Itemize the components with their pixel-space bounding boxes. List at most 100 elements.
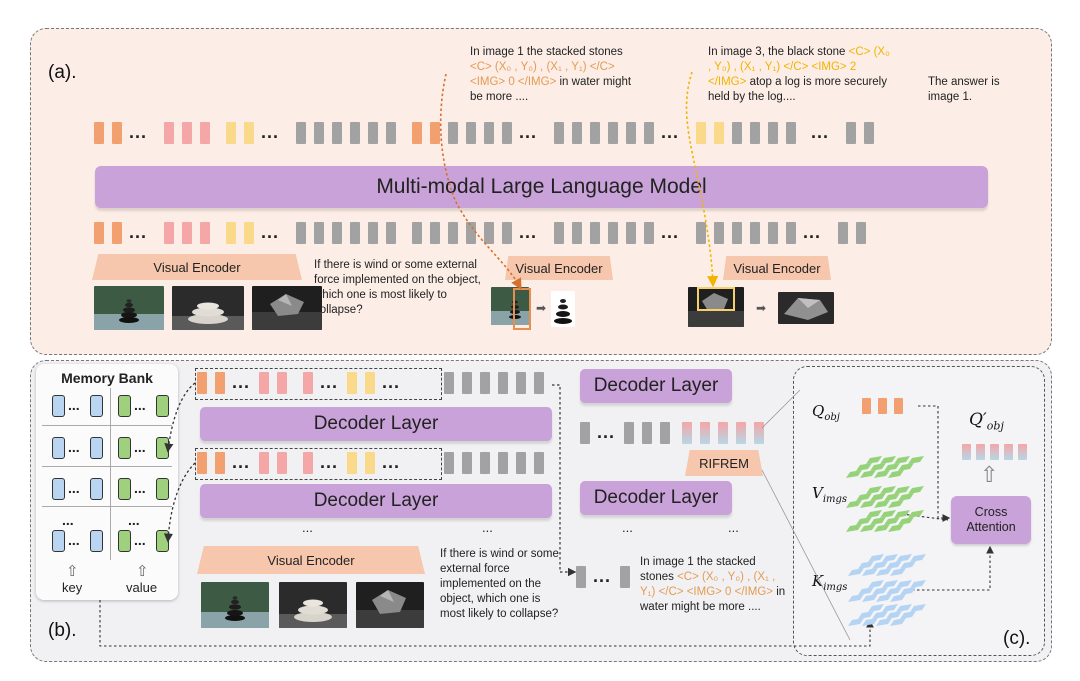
key-slot xyxy=(52,437,65,459)
input-token xyxy=(608,222,618,244)
mb-mid-token xyxy=(347,452,357,474)
q-obj-label: Qobj xyxy=(812,402,840,423)
input-ellipsis: ... xyxy=(519,222,538,242)
ellipsis-b-2: ... xyxy=(482,520,493,535)
k-grid-cell xyxy=(848,618,864,626)
v-grid-cell xyxy=(870,493,886,501)
q-obj-prime-token xyxy=(1018,444,1027,460)
input-token xyxy=(466,222,476,244)
v-grid-cell xyxy=(884,463,900,471)
output-token xyxy=(768,122,778,144)
output-token xyxy=(332,122,342,144)
mb-top-ellipsis: ... xyxy=(382,372,401,392)
mb-mid-token xyxy=(365,452,375,474)
q-obj-prime-token xyxy=(962,444,971,460)
answer-b-tail: in water might be more .... xyxy=(640,586,786,613)
memory-column-divider xyxy=(110,388,111,560)
final-answer: The answer is image 1. xyxy=(928,76,1000,103)
memory-row-divider xyxy=(42,506,172,507)
k-grid-cell xyxy=(910,580,926,588)
answer-text-1: In image 1 the stacked stones <C> (X₀ , … xyxy=(470,45,635,105)
crop-box-orange xyxy=(513,288,531,330)
connector-mb-top xyxy=(164,382,196,453)
visual-encoder-a-crop2: Visual Encoder xyxy=(723,256,831,280)
output-token xyxy=(182,122,192,144)
retrieved-tokens-box-top xyxy=(195,368,442,400)
k-grid-cell xyxy=(876,568,892,576)
output-token xyxy=(864,122,874,144)
decoder-layer-b-right-upper: Decoder Layer xyxy=(580,369,732,403)
v-grid-cell xyxy=(870,463,886,471)
output-ellipsis: ... xyxy=(261,122,280,142)
k-grid-cell xyxy=(890,594,906,602)
mllm-block: Multi-modal Large Language Model xyxy=(95,166,988,208)
q-obj-prime-token xyxy=(990,444,999,460)
output-token xyxy=(626,122,636,144)
k-grid-cell xyxy=(882,580,898,588)
key-slot xyxy=(90,437,103,459)
key-slot xyxy=(52,478,65,500)
q-obj-prime-symbol: Q′ xyxy=(969,410,987,430)
output-token xyxy=(296,122,306,144)
stacked-stones-photo xyxy=(94,286,164,330)
mb-mid-token xyxy=(303,452,313,474)
answer-row-token xyxy=(620,566,630,588)
input-token xyxy=(112,222,122,244)
key-slot xyxy=(52,530,65,552)
panel-a-label: (a). xyxy=(48,62,77,83)
k-grid-cell xyxy=(910,554,926,562)
input-token xyxy=(314,222,324,244)
output-token xyxy=(644,122,654,144)
ellipsis-b-4: ... xyxy=(728,520,739,535)
key-slot xyxy=(90,530,103,552)
q-obj-token xyxy=(894,398,903,414)
output-ellipsis: ... xyxy=(811,122,830,142)
v-grid-cell xyxy=(908,456,924,464)
k-grid-cell xyxy=(890,618,906,626)
output-token xyxy=(750,122,760,144)
mb-mid-token xyxy=(277,452,287,474)
output-token xyxy=(786,122,796,144)
k-grid-cell xyxy=(868,554,884,562)
v-grid-cell xyxy=(846,524,862,532)
crop-box-yellow xyxy=(697,287,735,311)
mb-top-token xyxy=(215,372,225,394)
key-slot xyxy=(52,395,65,417)
k-grid-cell xyxy=(886,587,902,595)
connector-rifrem-zoom xyxy=(761,389,801,429)
v-grid-cell xyxy=(888,470,904,478)
ellipsis-b-3: ... xyxy=(622,520,633,535)
value-slot xyxy=(156,395,169,417)
output-ellipsis: ... xyxy=(661,122,680,142)
v-grid-cell xyxy=(908,510,924,518)
answer-row-ellipsis: ... xyxy=(593,566,612,586)
input-token xyxy=(226,222,236,244)
output-token xyxy=(350,122,360,144)
refined-token xyxy=(682,422,692,444)
v-grid-cell xyxy=(866,486,882,494)
decoder-layer-b-right-lower: Decoder Layer xyxy=(580,481,732,515)
answer-1-tokens: <C> (X₀ , Y₀) , (X₁ , Y₁) </C> <IMG> 0 <… xyxy=(470,61,615,88)
panel-b-label: (b). xyxy=(48,620,77,641)
k-grid-cell xyxy=(882,554,898,562)
k-grid-cell xyxy=(862,568,878,576)
gray-mid-token xyxy=(498,452,508,474)
memory-slot-ellipsis: ... xyxy=(134,439,146,455)
gray-mid-token xyxy=(480,452,490,474)
mb-top-token xyxy=(259,372,269,394)
right-row-token xyxy=(624,422,634,444)
v-imgs-symbol: V xyxy=(812,484,823,502)
gray-top-token xyxy=(480,372,490,394)
connector-kimgs-ca xyxy=(912,545,994,591)
mb-mid-ellipsis: ... xyxy=(320,452,339,472)
memory-slot-ellipsis: ... xyxy=(134,397,146,413)
output-token xyxy=(608,122,618,144)
input-token xyxy=(786,222,796,244)
input-token xyxy=(350,222,360,244)
v-grid-cell xyxy=(898,493,914,501)
v-grid-cell xyxy=(898,517,914,525)
right-row-token xyxy=(580,422,590,444)
output-token xyxy=(846,122,856,144)
v-imgs-subscript: imgs xyxy=(822,494,848,505)
memory-slot-ellipsis: ... xyxy=(134,532,146,548)
